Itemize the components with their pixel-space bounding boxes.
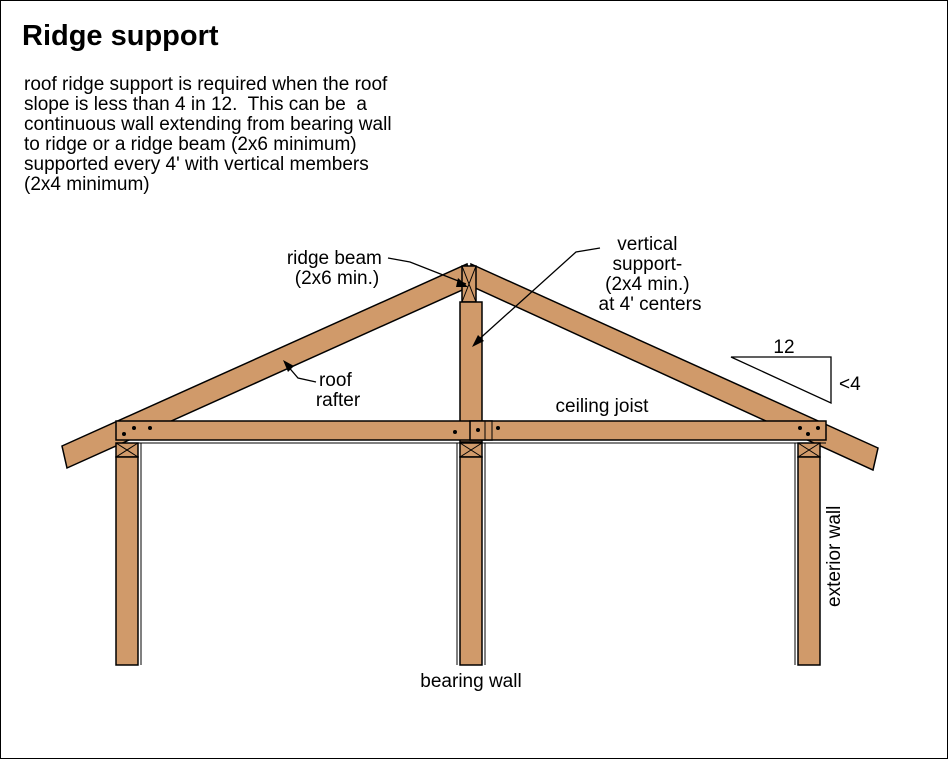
left-exterior-wall (115, 456, 139, 666)
ceiling-joist-left (115, 420, 493, 441)
vertical-support-label: vertical support- (2x4 min.) at 4' cente… (599, 234, 702, 315)
ridge-beam-label: ridge beam (2x6 min.) (287, 248, 387, 289)
right-exterior-wall (797, 456, 821, 666)
vertical-support-pointer (475, 247, 601, 343)
slope-triangle (730, 356, 832, 405)
page-title: Ridge support (22, 20, 219, 52)
vertical-support (459, 301, 483, 443)
ceiling-joist-label: ceiling joist (556, 396, 650, 417)
exterior-wall-label: exterior wall (824, 506, 845, 607)
bearing-wall-label: bearing wall (420, 671, 521, 692)
ridge-beam-pointer (387, 257, 467, 285)
roof-rafter-label: roof rafter (316, 370, 361, 411)
slope-run-label: 12 (773, 337, 794, 358)
right-top-plate (797, 442, 821, 458)
description-text: roof ridge support is required when the … (24, 74, 392, 195)
bearing-wall (459, 456, 483, 666)
left-top-plate (115, 442, 139, 458)
slope-rise-label: <4 (839, 374, 861, 395)
center-top-plate (459, 442, 483, 458)
ceiling-joist-right (469, 420, 827, 441)
